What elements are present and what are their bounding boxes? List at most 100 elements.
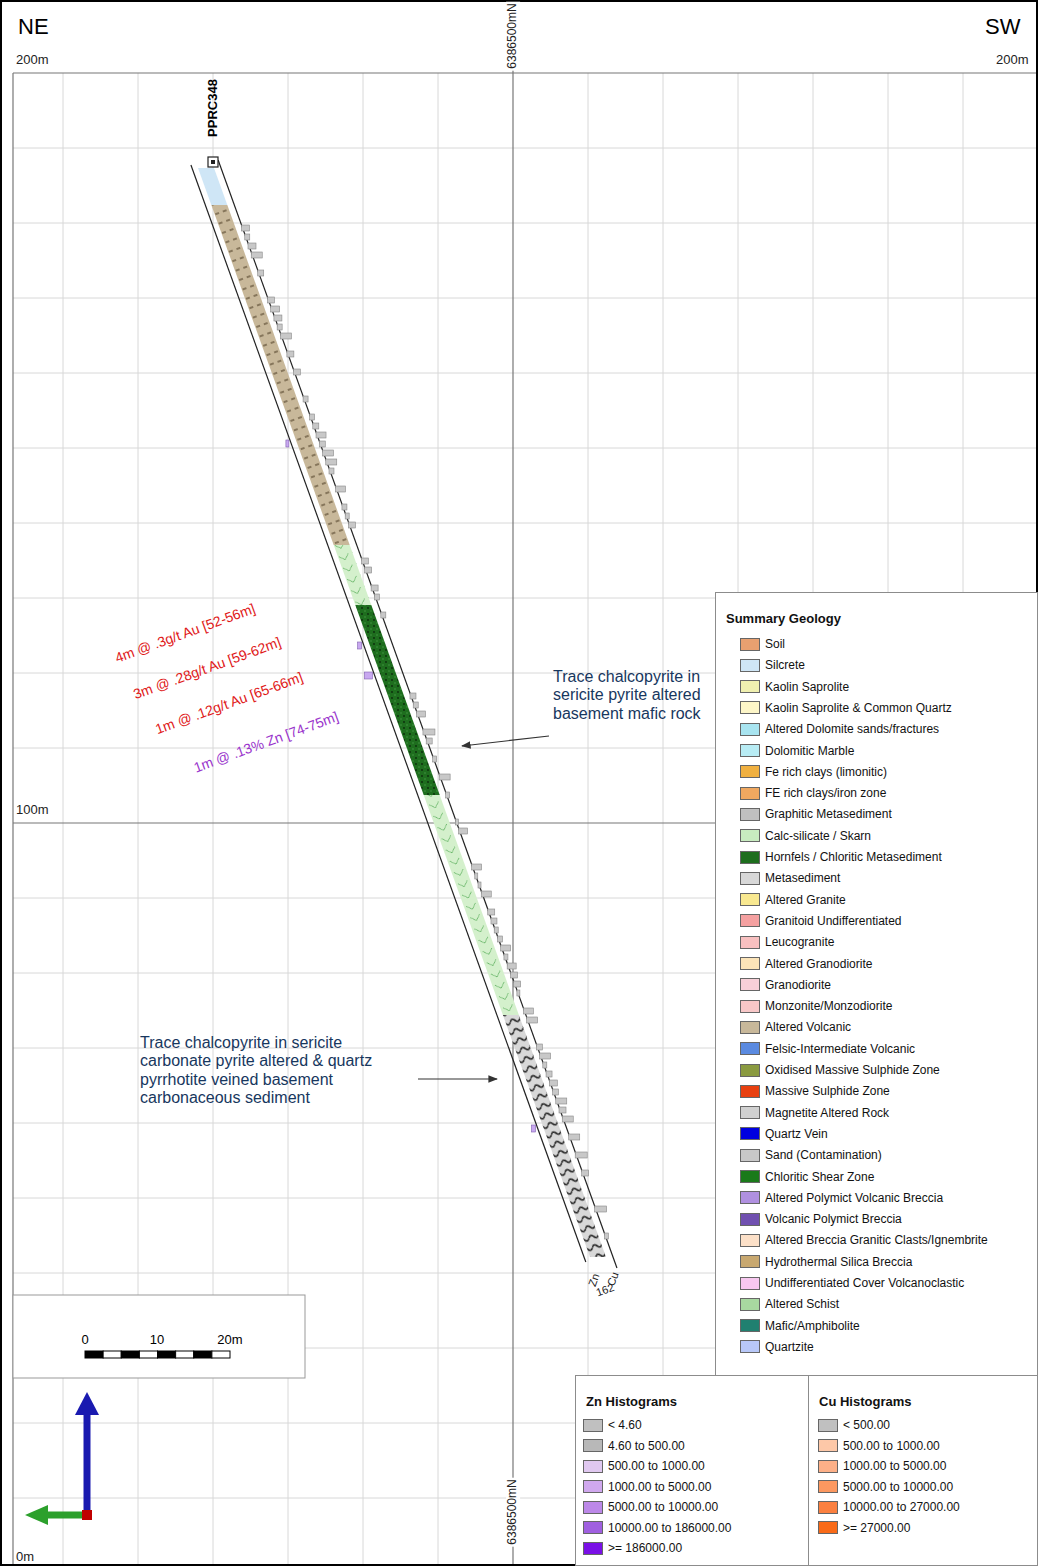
legend-text: Kaolin Saprolite & Common Quartz (765, 701, 952, 715)
legend-swatch (583, 1460, 603, 1473)
legend-swatch (818, 1439, 838, 1452)
legend-text: 500.00 to 1000.00 (843, 1439, 940, 1453)
legend-item: Hydrothermal Silica Breccia (740, 1255, 912, 1269)
legend-swatch (740, 1170, 760, 1183)
legend-title: Summary Geology (726, 611, 1027, 626)
legend-swatch (740, 936, 760, 949)
legend-item: Kaolin Saprolite (740, 680, 849, 694)
legend-text: Altered Schist (765, 1297, 839, 1311)
legend-text: Altered Breccia Granitic Clasts/Ignembri… (765, 1233, 988, 1247)
legend-text: Kaolin Saprolite (765, 680, 849, 694)
legend-text: Mafic/Amphibolite (765, 1319, 860, 1333)
legend-item: Quartz Vein (740, 1127, 828, 1141)
legend-item: Metasediment (740, 871, 840, 885)
legend-item: 1000.00 to 5000.00 (583, 1480, 711, 1494)
legend-item: Volcanic Polymict Breccia (740, 1212, 902, 1226)
legend-swatch (818, 1460, 838, 1473)
legend-text: Sand (Contamination) (765, 1148, 882, 1162)
legend-item: Graphitic Metasediment (740, 807, 892, 821)
legend-item: Felsic-Intermediate Volcanic (740, 1042, 915, 1056)
legend-text: >= 27000.00 (843, 1521, 910, 1535)
scale-box (13, 1295, 305, 1378)
legend-text: Monzonite/Monzodiorite (765, 999, 892, 1013)
legend-item: 500.00 to 1000.00 (818, 1439, 940, 1453)
legend-swatch (740, 1255, 760, 1268)
legend-text: Volcanic Polymict Breccia (765, 1212, 902, 1226)
legend-item: Leucogranite (740, 935, 834, 949)
axis-label: SW (985, 14, 1020, 39)
legend-text: Leucogranite (765, 935, 834, 949)
legend-item: Altered Schist (740, 1297, 839, 1311)
legend-item: Magnetite Altered Rock (740, 1106, 889, 1120)
legend-swatch (740, 851, 760, 864)
rotated-label: 6386500mN (506, 1, 520, 70)
legend-text: 500.00 to 1000.00 (608, 1459, 705, 1473)
legend-item: FE rich clays/iron zone (740, 786, 886, 800)
legend-item: Quartzite (740, 1340, 814, 1354)
legend-swatch (818, 1501, 838, 1514)
legend-item: Altered Granite (740, 893, 846, 907)
legend-text: Silcrete (765, 658, 805, 672)
collar-symbol (211, 160, 215, 164)
legend-item: 10000.00 to 186000.00 (583, 1521, 731, 1535)
grid-lines (13, 73, 1038, 1566)
legend-text: Quartzite (765, 1340, 814, 1354)
legend-swatch (740, 701, 760, 714)
legend-item: >= 27000.00 (818, 1521, 910, 1535)
legend-item: Altered Breccia Granitic Clasts/Ignembri… (740, 1233, 988, 1247)
legend-text: < 500.00 (843, 1418, 890, 1432)
legend-item: Altered Dolomite sands/fractures (740, 722, 939, 736)
legend-item: 5000.00 to 10000.00 (818, 1480, 953, 1494)
legend-text: Altered Granodiorite (765, 957, 872, 971)
axis-label: 100m (16, 803, 49, 818)
legend-swatch (740, 1064, 760, 1077)
legend-item: Monzonite/Monzodiorite (740, 999, 892, 1013)
legend-swatch (583, 1501, 603, 1514)
legend-text: Altered Polymict Volcanic Breccia (765, 1191, 943, 1205)
legend-swatch (740, 893, 760, 906)
axis-label: 200m (996, 53, 1029, 68)
legend-text: Altered Dolomite sands/fractures (765, 722, 939, 736)
legend-item: Silcrete (740, 658, 805, 672)
legend-text: Fe rich clays (limonitic) (765, 765, 887, 779)
legend-swatch (740, 765, 760, 778)
legend-item: < 500.00 (818, 1418, 890, 1432)
legend-swatch (740, 1127, 760, 1140)
legend-text: Felsic-Intermediate Volcanic (765, 1042, 915, 1056)
legend-text: Altered Granite (765, 893, 846, 907)
legend-swatch (583, 1542, 603, 1555)
legend-title: Cu Histograms (819, 1394, 1027, 1409)
legend-text: Chloritic Shear Zone (765, 1170, 874, 1184)
legend-text: Soil (765, 637, 785, 651)
legend-text: Granodiorite (765, 978, 831, 992)
rotated-label: PPRC348 (206, 79, 221, 137)
axis-label: 10 (150, 1333, 164, 1348)
legend-swatch (583, 1521, 603, 1534)
legend-swatch (740, 957, 760, 970)
legend-item: 10000.00 to 27000.00 (818, 1500, 960, 1514)
legend-swatch (740, 680, 760, 693)
legend-text: Dolomitic Marble (765, 744, 854, 758)
legend-swatch (583, 1480, 603, 1493)
legend-swatch (740, 723, 760, 736)
legend-swatch (740, 1277, 760, 1290)
legend-swatch (740, 1213, 760, 1226)
legend-item: Massive Sulphide Zone (740, 1084, 890, 1098)
legend-text: 5000.00 to 10000.00 (608, 1500, 718, 1514)
legend-text: Granitoid Undifferentiated (765, 914, 902, 928)
legend-item: Granodiorite (740, 978, 831, 992)
legend-text: Oxidised Massive Sulphide Zone (765, 1063, 940, 1077)
legend-text: Hydrothermal Silica Breccia (765, 1255, 912, 1269)
legend-text: < 4.60 (608, 1418, 642, 1432)
leader-line (418, 1078, 497, 1079)
axis-label: 0 (81, 1333, 88, 1348)
legend-text: 5000.00 to 10000.00 (843, 1480, 953, 1494)
northing-line (512, 0, 513, 1566)
legend-swatch (818, 1521, 838, 1534)
legend-text: Massive Sulphide Zone (765, 1084, 890, 1098)
legend-swatch (740, 1191, 760, 1204)
legend-swatch (740, 1106, 760, 1119)
legend-item: Oxidised Massive Sulphide Zone (740, 1063, 940, 1077)
legend-swatch (740, 744, 760, 757)
